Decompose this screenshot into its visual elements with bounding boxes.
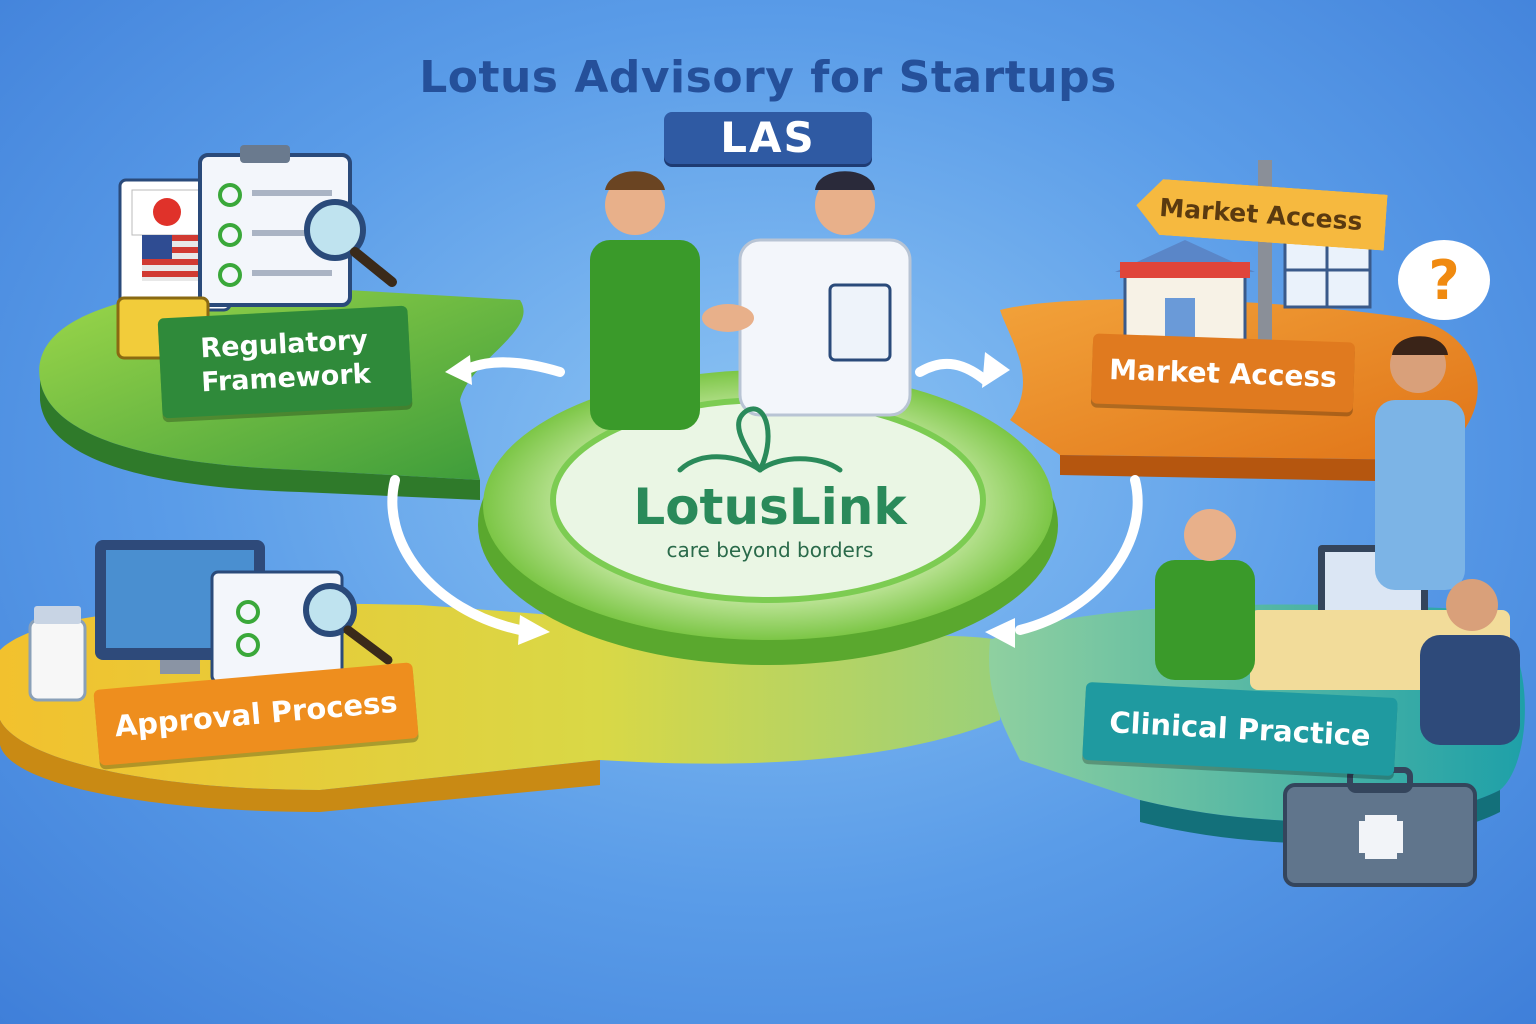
clinical-practice-label: Clinical Practice bbox=[1082, 682, 1398, 776]
logo-name: LotusLink bbox=[560, 478, 980, 536]
las-badge: LAS bbox=[664, 112, 872, 164]
medicine-bottle-icon bbox=[30, 606, 85, 700]
client-figure bbox=[1420, 579, 1520, 745]
businessman-figure bbox=[590, 171, 700, 430]
consultant-figure bbox=[1155, 509, 1255, 680]
regulatory-framework-label: Regulatory Framework bbox=[158, 306, 413, 419]
page-title: Lotus Advisory for Startups bbox=[0, 52, 1536, 103]
doctor-figure bbox=[740, 171, 910, 415]
question-bubble: ? bbox=[1398, 240, 1490, 320]
flag-japan-icon bbox=[132, 190, 202, 235]
store-icon bbox=[1115, 240, 1255, 340]
handshake-icon bbox=[702, 304, 754, 332]
first-aid-kit-icon bbox=[1285, 770, 1475, 885]
logo-tagline: care beyond borders bbox=[560, 538, 980, 562]
market-access-label: Market Access bbox=[1091, 333, 1355, 412]
